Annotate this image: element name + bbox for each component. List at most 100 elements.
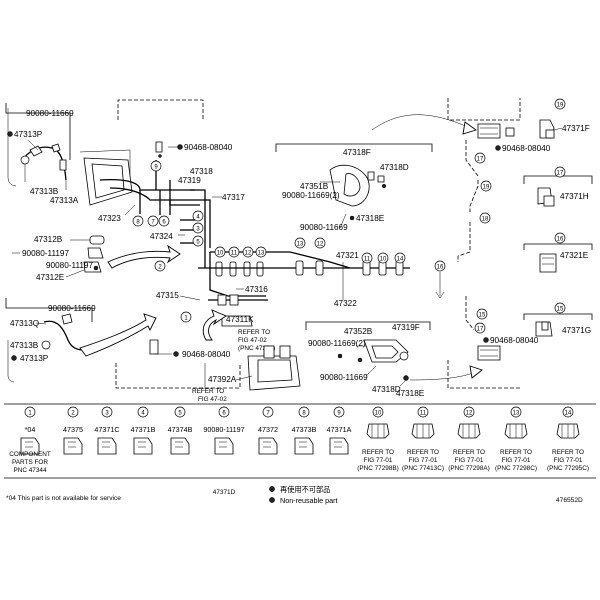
callout-circle <box>480 180 492 192</box>
table-part-label: 47374B <box>168 425 193 434</box>
label-47313P-bl: 47313P <box>20 354 49 363</box>
label-47323: 47323 <box>98 214 121 223</box>
clip-ribs <box>371 424 385 438</box>
table-callout-circle <box>463 406 475 418</box>
label-90080-11669-b: 90080-11669 <box>320 373 368 382</box>
table-sub-label: COMPONENT <box>9 451 51 458</box>
callout-number: 18 <box>482 216 489 222</box>
table-part-label: 47375 <box>63 425 83 434</box>
detail-far-right: 47371F 47371H 47321E 47371G <box>523 119 593 337</box>
table-callout-number: 9 <box>337 410 341 416</box>
table-callout-number: 2 <box>71 410 75 416</box>
label-47313B-tl: 47313B <box>30 187 59 196</box>
callout-number: 15 <box>557 306 564 312</box>
label-47315: 47315 <box>156 291 179 300</box>
table-part-label: 47371C <box>94 425 119 434</box>
detail-bottom-left: 90080-11669 47313Q 47313B 47313P <box>5 298 157 383</box>
table-sub-label: FIG 77-01 <box>409 457 438 464</box>
callout-circle <box>434 260 446 272</box>
label-90080-11669-tl: 90080-11669 <box>26 109 74 118</box>
table-callout-circle <box>174 406 186 418</box>
footnote: *04 This part is not available for servi… <box>6 495 121 502</box>
callout-circle <box>474 322 486 334</box>
label-47392A: 47392A <box>208 375 237 384</box>
label-47313A: 47313A <box>50 196 79 205</box>
pipes-47321: 47321 47322 <box>270 251 410 308</box>
callout-circle <box>255 246 267 258</box>
callout-number: 13 <box>297 241 304 247</box>
table-callout-circle <box>101 406 113 418</box>
table-sub-label: (PNC 77295C) <box>547 465 589 472</box>
label-47319F: 47319F <box>392 323 420 332</box>
callout-circle <box>554 302 566 314</box>
clamp-sketch <box>133 437 153 455</box>
table-sub-label: FIG 77-01 <box>554 457 583 464</box>
callout-circle <box>150 160 162 172</box>
clamp-lines <box>263 441 271 448</box>
table-sub-label: (PNC 77413C) <box>402 465 444 472</box>
callout-number: 16 <box>437 264 444 270</box>
table-callout-circle <box>137 406 149 418</box>
clamp-lines <box>219 441 227 448</box>
clip-ribs <box>416 424 430 438</box>
callout-circle <box>192 222 204 234</box>
callout-number: 19 <box>557 102 564 108</box>
figure-code: 476552D <box>556 497 583 504</box>
callout-circle <box>314 237 326 249</box>
label-90468-08040-r2: 90468-08040 <box>490 336 539 345</box>
table-callout-circle <box>417 406 429 418</box>
callout-circle <box>192 210 204 222</box>
callout-number: 17 <box>477 156 484 162</box>
clamp-sketch <box>329 437 349 455</box>
clamp-lines <box>138 441 146 448</box>
table-sub-label: FIG 77-01 <box>364 457 393 464</box>
callout-circle <box>361 252 373 264</box>
label-90080-11197-l2: 90080-11197 <box>46 261 93 270</box>
label-47318F: 47318F <box>343 148 371 157</box>
callout-number: 11 <box>364 256 371 262</box>
table-callout-circle <box>333 406 345 418</box>
callout-circle <box>132 215 144 227</box>
callout-circle <box>479 212 491 224</box>
label-47324: 47324 <box>150 232 173 241</box>
label-47371H: 47371H <box>560 192 589 201</box>
detail-top-left: 90080-11669 47313P 47313B 47313A <box>5 103 79 205</box>
callout-circle <box>192 235 204 247</box>
callout-circle <box>554 232 566 244</box>
table-callout-number: 8 <box>302 410 306 416</box>
label-47318E-t: 47318E <box>356 214 385 223</box>
callout-circle <box>180 311 192 323</box>
callout-number: 15 <box>479 312 486 318</box>
table-callout-number: 7 <box>266 410 270 416</box>
table-part-label: *04 <box>25 425 36 434</box>
callout-circle <box>474 152 486 164</box>
clamp-sketch <box>214 437 234 455</box>
master-cylinder-ref: 90468-08040 REFER TO FIG 47-02 (PNC 4720… <box>149 309 301 403</box>
table-sub-label: REFER TO <box>453 449 485 456</box>
table-callout-circle <box>372 406 384 418</box>
table-sub-label: REFER TO <box>500 449 532 456</box>
callout-number: 9 <box>154 164 158 170</box>
refer-fig-47-02-line2: FIG 47-02 <box>238 337 267 344</box>
callout-number: 3 <box>196 226 200 232</box>
label-90080-11669-2-b: 90080-11669(2) <box>308 339 366 348</box>
callout-number: 14 <box>397 256 404 262</box>
callout-number: 10 <box>380 256 387 262</box>
label-90080-11197-l: 90080-11197 <box>22 249 69 258</box>
table-callout-number: 14 <box>565 410 572 416</box>
table-sub-label: 47371D <box>213 489 236 496</box>
detail-47352B: 47319F 47352B 90080-11669(2) 90080-11669… <box>305 321 483 398</box>
label-47321: 47321 <box>336 251 359 260</box>
table-sub-label: REFER TO <box>362 449 394 456</box>
table-part-label: 90080-11197 <box>203 425 244 434</box>
table-callout-number: 6 <box>222 410 226 416</box>
clip-ribs <box>509 424 523 438</box>
callout-circle <box>377 252 389 264</box>
label-90080-11669-t: 90080-11669 <box>300 223 348 232</box>
callout-number: 8 <box>136 219 140 225</box>
clamp-sketch <box>170 437 190 455</box>
clamp-lines <box>102 441 110 448</box>
refer-fig-47-02-line3: (PNC 47201) <box>238 345 275 352</box>
clamp-sketch <box>63 437 83 455</box>
callout-number: 4 <box>196 214 200 220</box>
